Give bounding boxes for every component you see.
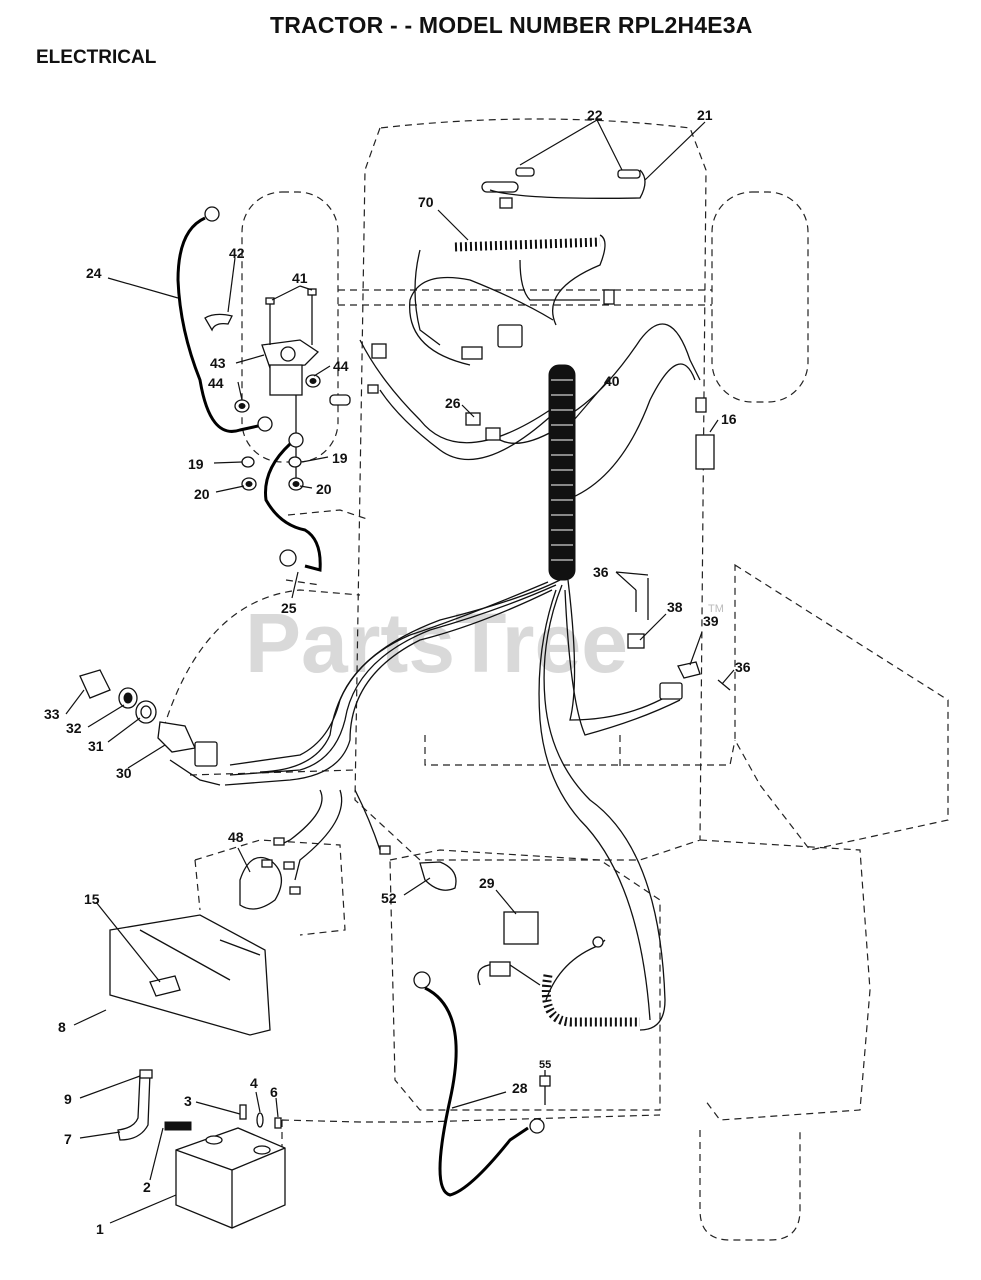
tube-7 [117, 1072, 151, 1141]
battery-cables [176, 206, 545, 1197]
page-title: TRACTOR - - MODEL NUMBER RPL2H4E3A [270, 12, 753, 38]
coil-29 [541, 974, 640, 1027]
callout-24: 24 [86, 265, 102, 281]
callout-41: 41 [292, 270, 308, 286]
callout-30: 30 [116, 765, 132, 781]
callout-52: 52 [381, 890, 397, 906]
callout-25: 25 [281, 600, 297, 616]
tractor-outline [159, 118, 949, 1241]
battery-1 [175, 1127, 286, 1229]
cable-25 [264, 442, 322, 572]
callout-38: 38 [667, 599, 683, 615]
callout-44-left: 44 [208, 375, 224, 391]
callout-22: 22 [587, 107, 603, 123]
switch-15 [149, 975, 181, 997]
callout-19-right: 19 [332, 450, 348, 466]
solenoid-terminal [280, 346, 296, 362]
callout-42: 42 [229, 245, 245, 261]
wiring-harness [224, 167, 715, 1031]
relay-29 [503, 911, 539, 945]
tie-52 [419, 861, 457, 891]
panel-8 [109, 914, 271, 1036]
callout-29: 29 [479, 875, 495, 891]
callout-2: 2 [143, 1179, 151, 1195]
solenoid-body [269, 364, 303, 396]
key-33 [79, 669, 111, 699]
callout-55: 55 [539, 1059, 551, 1071]
callout-20-left: 20 [194, 486, 210, 502]
callout-3: 3 [184, 1093, 192, 1109]
callout-21: 21 [697, 107, 713, 123]
cable-24 [176, 216, 259, 433]
ignition-switch-30 [157, 721, 196, 753]
callout-36-top: 36 [593, 564, 609, 580]
harness-sleeve-40 [548, 364, 576, 581]
callout-26: 26 [445, 395, 461, 411]
callout-8: 8 [58, 1019, 66, 1035]
coil-70 [454, 237, 601, 252]
watermark-text: PartsTree [245, 596, 628, 690]
callout-20-right: 20 [316, 481, 332, 497]
callout-6: 6 [270, 1084, 278, 1100]
ignition-group [79, 669, 221, 786]
boot-42 [204, 313, 233, 332]
callout-4: 4 [250, 1075, 258, 1091]
callout-70: 70 [418, 194, 434, 210]
callout-32: 32 [66, 720, 82, 736]
callout-9: 9 [64, 1091, 72, 1107]
grommet-48 [239, 856, 282, 910]
watermark-tm: TM [708, 603, 724, 615]
cable-28 [424, 986, 529, 1197]
callout-31: 31 [88, 738, 104, 754]
callout-33: 33 [44, 706, 60, 722]
callout-28: 28 [512, 1080, 528, 1096]
battery-area [117, 578, 731, 1229]
callout-7: 7 [64, 1131, 72, 1147]
section-title: ELECTRICAL [36, 47, 157, 68]
lower-parts [109, 837, 457, 1036]
callout-36-right: 36 [735, 659, 751, 675]
callout-15: 15 [84, 891, 100, 907]
callout-1: 1 [96, 1221, 104, 1237]
callout-44-right: 44 [333, 358, 349, 374]
callout-40: 40 [604, 373, 620, 389]
callout-16: 16 [721, 411, 737, 427]
leader-lines [65, 119, 735, 1224]
callout-43: 43 [210, 355, 226, 371]
callout-48: 48 [228, 829, 244, 845]
callout-39: 39 [703, 613, 719, 629]
callout-labels: 22 21 70 24 42 41 43 44 44 40 16 26 19 1… [44, 107, 751, 1237]
callout-19-left: 19 [188, 456, 204, 472]
